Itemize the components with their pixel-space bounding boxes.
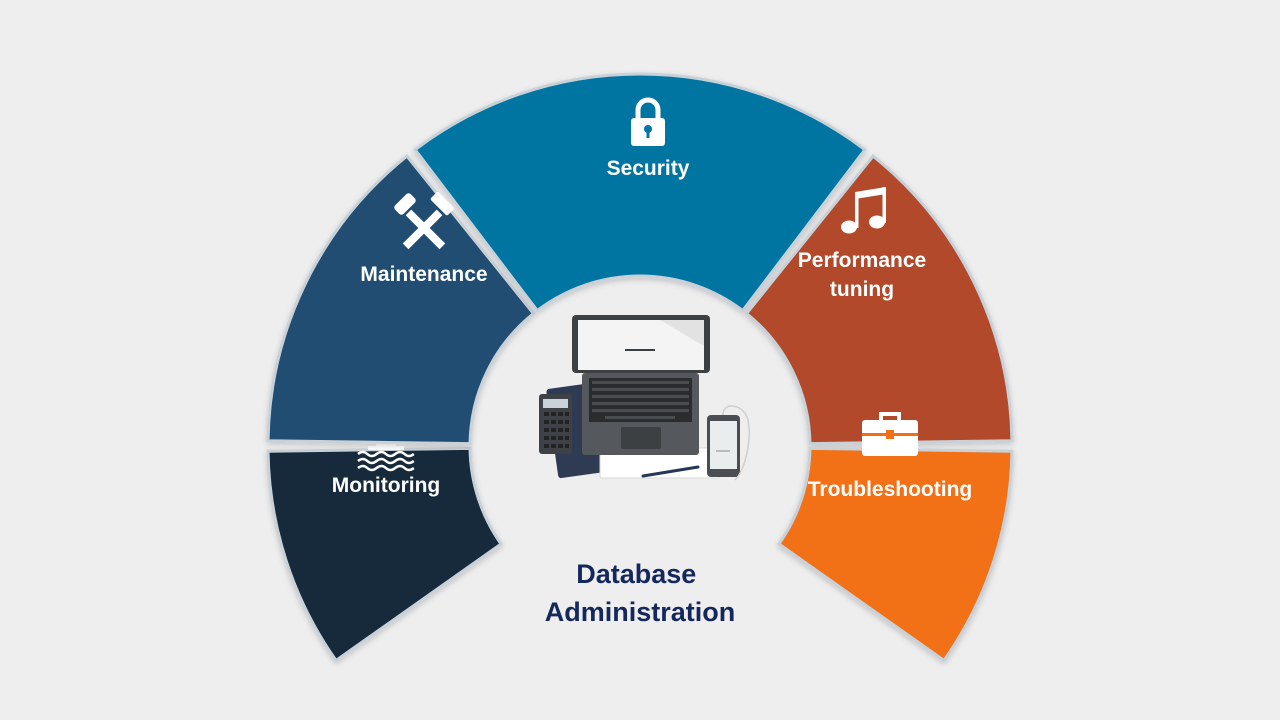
calculator-icon <box>539 394 572 454</box>
laptop-workspace-illustration <box>539 315 750 481</box>
segment-shape <box>744 153 1014 446</box>
segment-label: Troubleshooting <box>808 478 972 501</box>
segments-ring: Monitoring Maintenance SecurityPerformance… <box>266 72 1014 663</box>
segment-troubleshooting: Troubleshooting <box>776 412 1014 663</box>
segment-maintenance: Maintenance <box>266 153 536 446</box>
segment-label: Performance tuning <box>798 249 926 301</box>
smartphone-icon <box>707 405 750 481</box>
segment-monitoring: Monitoring <box>266 406 504 663</box>
hammer-wrench-icon <box>394 192 454 250</box>
segment-label-line: Troubleshooting <box>808 478 972 501</box>
segment-label-line: Monitoring <box>332 474 440 497</box>
center-title: Database Administration <box>545 559 736 627</box>
segment-shape <box>412 72 868 313</box>
center-title-line-2: Administration <box>545 597 736 627</box>
segment-shape <box>776 446 1014 663</box>
segment-label-line: Maintenance <box>360 263 487 286</box>
briefcase-icon <box>862 412 918 456</box>
segment-shape <box>266 153 536 446</box>
music-note-icon <box>841 187 886 234</box>
lock-icon <box>631 97 665 146</box>
segment-label: Security <box>607 157 690 180</box>
segment-label-line: Security <box>607 157 690 180</box>
segment-shape <box>266 446 504 663</box>
segment-label-line: tuning <box>830 278 894 301</box>
center-title-line-1: Database <box>576 559 696 589</box>
segment-label: Maintenance <box>360 263 487 286</box>
segment-label: Monitoring <box>332 474 440 497</box>
laptop-icon <box>572 315 710 455</box>
segment-security: Security <box>412 72 868 313</box>
segment-label-line: Performance <box>798 249 926 272</box>
segment-performance-tuning: Performance tuning <box>744 153 1014 446</box>
pen-icon <box>641 465 700 478</box>
